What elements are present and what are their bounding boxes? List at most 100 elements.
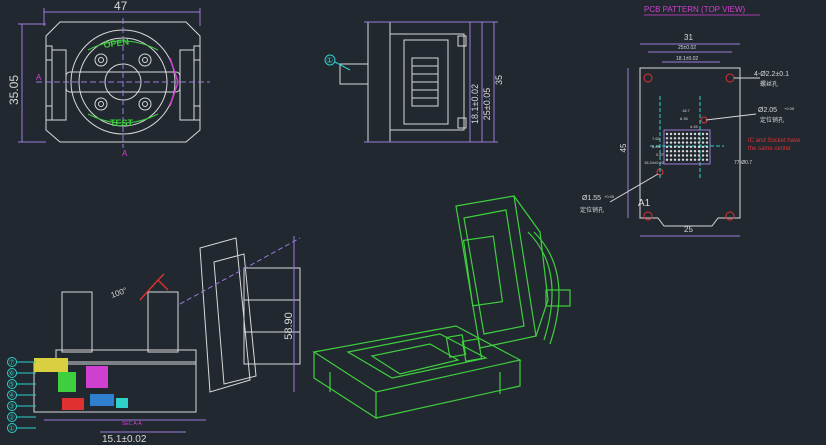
pcb-small-dim-4: 8.89 [652, 144, 661, 149]
pcb-pad [685, 141, 689, 144]
side-callout-number: ① [326, 56, 333, 65]
pcb-pad [685, 132, 689, 136]
pcb-pad [685, 150, 689, 153]
pcb-pad [681, 150, 685, 153]
isometric-view [312, 195, 571, 420]
section-callout-label: ⑤ [9, 381, 15, 389]
iso-lid-window [462, 235, 504, 307]
pcb-pad [665, 158, 669, 161]
ic-area [663, 129, 711, 165]
pcb-pad [685, 145, 689, 149]
pcb-pad [681, 154, 685, 157]
lid-open-outline [199, 237, 251, 393]
pcb-pad [665, 150, 669, 153]
pcb-small-dim-6: 0.87 [656, 152, 665, 157]
section-view [33, 236, 301, 433]
pcb-pad-grid [665, 132, 709, 161]
socket-outline [45, 21, 201, 143]
pcb-pad [693, 141, 697, 144]
pcb-pad [697, 145, 701, 149]
pcb-pad [669, 137, 673, 140]
pcb-pad [685, 158, 689, 161]
section-right-post [147, 291, 179, 353]
pcb-pad [705, 154, 709, 157]
section-callout-label: ⑥ [9, 370, 15, 378]
pcb-pad [689, 141, 693, 144]
screw-hole-bl [643, 211, 653, 221]
pcb-pad [665, 145, 669, 149]
screw-hole-br [725, 211, 735, 221]
section-title: SEC A-A [122, 421, 142, 427]
iso-rotary-knob [527, 231, 553, 341]
hole-note-3-sub: +0.05 [604, 194, 615, 199]
open-label: OPEN [103, 37, 130, 50]
section-callout-circle [7, 412, 17, 422]
pcb-pad [697, 150, 701, 153]
section-callout-circle [7, 368, 17, 378]
pcb-pad [669, 154, 673, 157]
pcb-pad [697, 137, 701, 140]
pcb-pad [701, 132, 705, 136]
section-callout-label: ⑦ [9, 359, 15, 367]
pcb-small-dim-5: 4.45 [690, 124, 699, 129]
pcb-pad [673, 154, 677, 157]
pcb-pad [705, 158, 709, 161]
side-body-main [389, 33, 465, 131]
pcb-dim-sub2: 18.1±0.02 [676, 56, 698, 62]
pcb-small-dim-2: 6.35 [680, 116, 689, 121]
side-dim-1: 18.1±0.02 [470, 84, 480, 124]
pcb-pad [673, 150, 677, 153]
pcb-pad [673, 158, 677, 161]
top-view [18, 8, 210, 148]
pcb-pad [705, 145, 709, 149]
pcb-pad [701, 145, 705, 149]
section-fill-red [62, 398, 84, 410]
section-mark-left: A [36, 73, 42, 82]
pcb-pad [701, 141, 705, 144]
pcb-pad [673, 132, 677, 136]
pcb-pad [677, 154, 681, 157]
pcb-pad [705, 141, 709, 144]
section-fill-cyan [116, 398, 128, 408]
pcb-small-dim-7: 15.24±0.02 [644, 160, 665, 165]
red-note-1: IC and Socket have [748, 138, 801, 144]
pcb-pad [677, 137, 681, 140]
pcb-pad [673, 145, 677, 149]
section-height-dim: 58.90 [283, 312, 295, 340]
top-height-dim: 35.05 [7, 75, 21, 105]
pcb-pad [673, 137, 677, 140]
section-callout-label: ① [9, 425, 15, 433]
pcb-dim-bottom: 25 [684, 225, 693, 234]
lid-rear-block [243, 267, 301, 365]
pcb-pad [681, 145, 685, 149]
a1-label: A1 [638, 198, 651, 209]
side-knob [339, 63, 369, 85]
pcb-dim-left: 45 [619, 143, 628, 152]
pcb-pad [689, 137, 693, 140]
pcb-pad [689, 145, 693, 149]
pcb-pad [697, 141, 701, 144]
pcb-pad [701, 150, 705, 153]
hole-note-3: Ø1.55 [582, 195, 601, 202]
hole-note-3-cn: 定位销孔 [580, 206, 604, 214]
pcb-pad [697, 132, 701, 136]
pcb-pad [693, 154, 697, 157]
screw-hole-tl [643, 73, 653, 83]
pcb-pad [685, 137, 689, 140]
pcb-pad [665, 154, 669, 157]
pcb-pad [701, 158, 705, 161]
side-callout-circle [324, 54, 336, 66]
section-callout-circle [7, 390, 17, 400]
section-callout-circle [7, 357, 17, 367]
pcb-pad [665, 132, 669, 136]
pcb-pad [681, 141, 685, 144]
pcb-pad [689, 154, 693, 157]
pcb-pad [705, 150, 709, 153]
pcb-pad [673, 141, 677, 144]
iso-socket-cavity [370, 343, 460, 375]
section-width-dim: 15.1±0.02 [102, 434, 147, 445]
hole-note-2-cn: 定位销孔 [760, 116, 784, 124]
